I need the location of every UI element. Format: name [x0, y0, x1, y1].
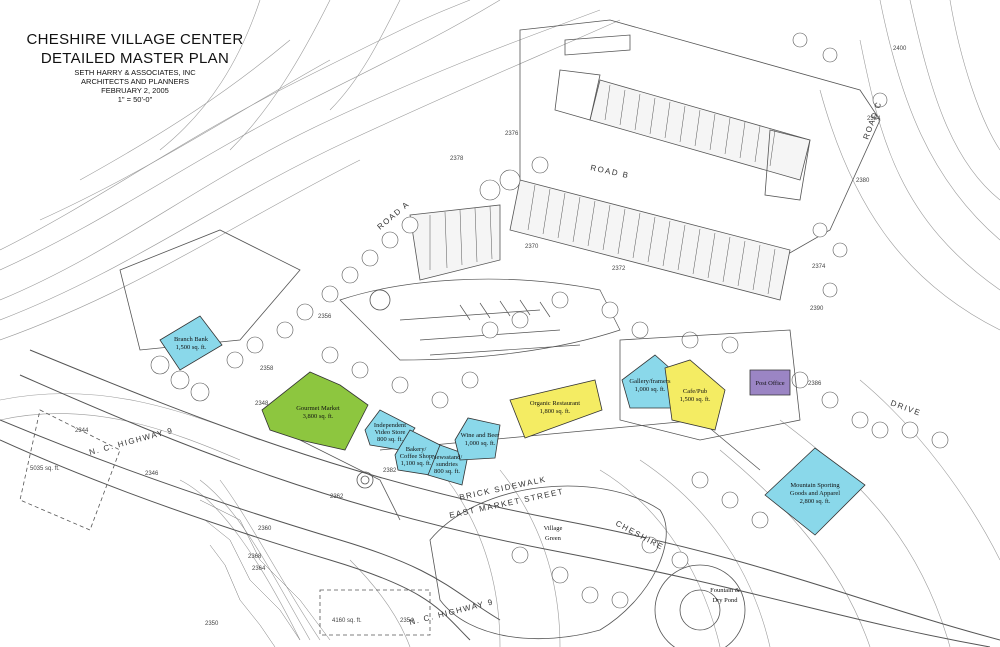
video-store-name1: Independent	[374, 422, 406, 429]
plan-header: CHESHIRE VILLAGE CENTER DETAILED MASTER …	[20, 30, 250, 104]
fountain-label-2: Dry Pond	[712, 597, 738, 604]
drive-label: DRIVE	[889, 398, 922, 417]
organic-name: Organic Restaurant	[530, 400, 580, 407]
building-cafe[interactable]	[664, 359, 726, 431]
elevation-label: 2356	[318, 314, 332, 320]
elevation-label: 2372	[612, 266, 626, 272]
elevation-label: 2364	[252, 566, 266, 572]
building-wine[interactable]	[454, 417, 501, 461]
wine-name: Wine and Beer	[461, 432, 501, 439]
video-store-name2: Video Store	[375, 429, 406, 436]
sporting-size: 2,800 sq. ft.	[800, 498, 831, 505]
elevation-label: 2344	[75, 428, 89, 434]
elevation-label: 2386	[808, 381, 822, 387]
elevation-label: 2368	[248, 554, 262, 560]
bakery-name2: Coffee Shop	[400, 453, 433, 460]
branch-bank-name: Branch Bank	[174, 336, 209, 343]
newsstand-size: 800 sq. ft.	[434, 468, 460, 475]
elevation-label: 2354	[400, 618, 414, 624]
elevation-label: 2382	[383, 468, 397, 474]
highway-9	[0, 349, 1000, 647]
trees	[150, 32, 949, 609]
newsstand-name2: sundries	[436, 461, 458, 468]
elevation-label: 2384	[867, 116, 881, 122]
lot-outlines	[19, 409, 431, 636]
gallery-name: Gallery/framers	[629, 378, 671, 385]
sporting-name1: Mountain Sporting	[790, 482, 840, 489]
village-green-area	[356, 289, 746, 647]
lot-bottom-area: 4160 sq. ft.	[332, 618, 362, 624]
elevation-label: 2374	[812, 264, 826, 270]
organic-size: 1,800 sq. ft.	[540, 408, 571, 415]
elevation-label: 2350	[205, 621, 219, 627]
place-labels: Village Green Fountain & Dry Pond 5035 s…	[30, 466, 740, 624]
cafe-name: Cafe/Pub	[683, 388, 707, 395]
highway-bottom-label: N. C. HIGHWAY 9	[408, 597, 494, 627]
elevation-label: 2362	[330, 494, 344, 500]
townhouse-units	[429, 84, 776, 295]
gourmet-market-size: 3,800 sq. ft.	[303, 413, 334, 420]
firm-name: SETH HARRY & ASSOCIATES, INC	[74, 68, 196, 77]
sporting-name2: Goods and Apparel	[790, 490, 840, 497]
building-post-office[interactable]	[749, 369, 791, 396]
residential-block	[409, 19, 881, 301]
plan-title: CHESHIRE VILLAGE CENTER	[26, 31, 244, 48]
firm-subtitle: ARCHITECTS AND PLANNERS	[81, 77, 189, 86]
elevation-label: 2358	[260, 366, 274, 372]
gourmet-market-name: Gourmet Market	[296, 405, 340, 412]
fountain-label-1: Fountain &	[710, 587, 740, 594]
plan-subtitle: DETAILED MASTER PLAN	[40, 50, 230, 67]
elevation-label: 2400	[893, 46, 907, 52]
elevation-labels: 2344 2346 2348 2350 2354 2356 2358 2360 …	[75, 46, 907, 627]
embankment-hatching	[199, 499, 331, 647]
newsstand-name1: Newsstand/	[432, 454, 463, 461]
elevation-label: 2346	[145, 471, 159, 477]
elevation-label: 2376	[505, 131, 519, 137]
building-sporting[interactable]	[764, 447, 866, 536]
bakery-size: 1,100 sq. ft.	[401, 460, 432, 467]
cafe-size: 1,500 sq. ft.	[680, 396, 711, 403]
video-store-size: 800 sq. ft.	[377, 436, 403, 443]
building-organic[interactable]	[509, 379, 603, 439]
road-b-label: ROAD B	[590, 163, 631, 180]
plan-scale: 1" = 50'-0"	[117, 95, 153, 104]
elevation-label: 2390	[810, 306, 824, 312]
plan-date: FEBRUARY 2, 2005	[101, 86, 169, 95]
gallery-size: 1,000 sq. ft.	[635, 386, 666, 393]
parking-lot	[339, 278, 621, 361]
wine-size: 1,000 sq. ft.	[465, 440, 496, 447]
building-gourmet-market[interactable]	[261, 371, 369, 451]
post-office-name: Post Office	[755, 380, 784, 387]
cheshire-label: CHESHIRE	[614, 519, 665, 552]
building-labels: Branch Bank 1,500 sq. ft. Gourmet Market…	[174, 336, 840, 505]
village-green-label-1: Village	[544, 525, 563, 532]
elevation-label: 2360	[258, 526, 272, 532]
highway-top-label: N. C. HIGHWAY 9	[88, 426, 174, 457]
elevation-label: 2348	[255, 401, 269, 407]
village-green-label-2: Green	[545, 535, 562, 542]
elevation-label: 2370	[525, 244, 539, 250]
bakery-name1: Bakery/	[406, 446, 427, 453]
branch-bank-size: 1,500 sq. ft.	[176, 344, 207, 351]
buildings	[159, 315, 866, 536]
elevation-label: 2380	[856, 178, 870, 184]
lot-left-area: 5035 sq. ft.	[30, 466, 60, 472]
building-branch-bank[interactable]	[159, 315, 223, 371]
elevation-label: 2378	[450, 156, 464, 162]
